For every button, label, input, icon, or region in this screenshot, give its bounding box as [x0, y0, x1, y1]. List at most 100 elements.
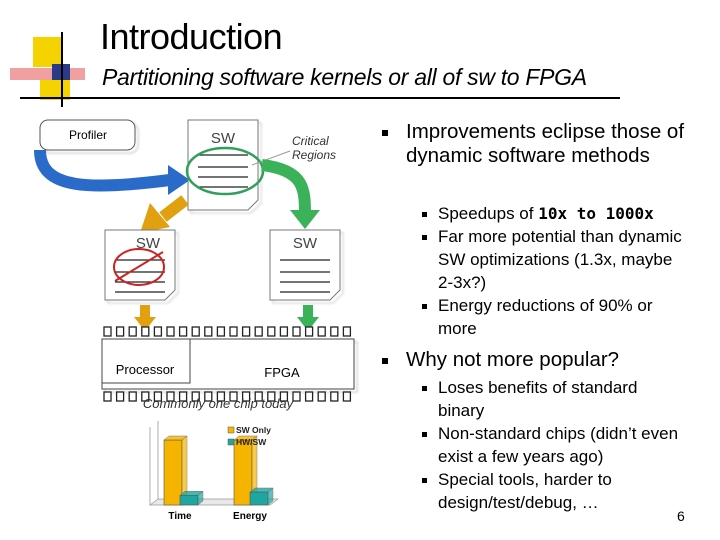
sw-document-left: SW	[104, 229, 176, 301]
chip-pin	[229, 326, 238, 337]
sub-bullet-marker	[422, 304, 427, 309]
chip-pin	[279, 326, 289, 337]
down-arrow-left	[134, 305, 156, 331]
bullet-improvements: Improvements eclipse those of dynamic so…	[406, 120, 685, 167]
chart-bar-hw-sw-time	[179, 494, 199, 506]
processor-box	[101, 338, 191, 384]
chip-pin	[292, 391, 301, 402]
chip-pin	[317, 326, 326, 337]
chip-pin	[279, 391, 289, 402]
chip-pin	[153, 391, 163, 402]
chip-caption: Commonly one chip today	[143, 396, 295, 411]
critical-arrow	[261, 159, 311, 216]
sub-bullet-tools: Special tools, harder to design/test/deb…	[438, 470, 612, 512]
sw-label-right: SW	[293, 235, 318, 252]
chip-pin	[103, 391, 112, 402]
chip-pin	[241, 391, 251, 402]
sub-bullet-marker	[422, 212, 427, 217]
bullet-why-not: Why not more popular?	[406, 348, 620, 371]
chip-pin	[254, 326, 263, 337]
sub-bullet-nonstandard: Non-standard chips (didn’t even exist a …	[438, 424, 679, 466]
accent-yellow-block	[33, 37, 63, 67]
legend-swatch	[227, 438, 235, 446]
page-number: 6	[677, 508, 685, 524]
sw-document-right: SW	[269, 229, 341, 301]
chip-pin	[204, 391, 213, 402]
chip-pin	[317, 391, 326, 402]
slide-subtitle: Partitioning software kernels or all of …	[102, 64, 587, 90]
chip-pin	[304, 391, 314, 402]
sub-bullet-energy: Energy reductions of 90% or more	[438, 296, 653, 338]
legend-label: SW Only	[236, 425, 271, 435]
chip-pin	[153, 326, 163, 337]
chip-pin	[178, 326, 188, 337]
bullet-marker-2	[382, 358, 388, 364]
sw-label-top: SW	[211, 130, 236, 147]
chip-pin	[342, 326, 352, 337]
sub-bullet-potential: Far more potential than dynamic SW optim…	[438, 227, 682, 292]
chart-bar-side	[197, 490, 204, 506]
accent-red-bar	[10, 68, 85, 80]
chip-pin	[267, 391, 276, 402]
speedups-text: Speedups of	[438, 204, 539, 223]
legend-swatch	[227, 426, 235, 434]
chip-pin	[267, 326, 276, 337]
accent-horizontal-line	[20, 97, 620, 99]
sw-label-left: SW	[136, 235, 161, 252]
chart-bar-sw-only-energy	[233, 439, 253, 506]
chip-pin	[115, 391, 125, 402]
chart-bar-hw-sw-energy	[249, 491, 269, 506]
chip-pin	[304, 326, 314, 337]
sub-bullet-marker	[422, 235, 427, 240]
down-arrow-right	[297, 305, 319, 331]
chip-pin	[216, 391, 226, 402]
processor-label: Processor	[116, 362, 175, 377]
chart-category-label: Energy	[233, 511, 267, 522]
chip-pin	[166, 326, 175, 337]
chip-pin	[141, 326, 150, 337]
speedups-bold: 10x to 1000x	[538, 204, 654, 223]
chip-pins-bottom	[103, 391, 352, 402]
chip-pin	[229, 391, 238, 402]
profile-arrow	[34, 149, 171, 192]
chip-pin	[178, 391, 188, 402]
chip-pin	[330, 326, 339, 337]
sw-document-top: SW	[185, 119, 265, 211]
chip-pin	[191, 391, 200, 402]
chip-pin	[241, 326, 251, 337]
chip-pin	[292, 326, 301, 337]
critical-arrow-head	[290, 210, 320, 229]
legend-label: HW/SW	[236, 437, 267, 447]
sub-bullet-speedups: Speedups of 10x to 1000x	[438, 202, 708, 225]
slide-title: Introduction	[100, 16, 283, 57]
sub-bullet-marker	[422, 386, 427, 391]
chart-category-label: Time	[168, 511, 192, 522]
chip-pin	[166, 391, 175, 402]
chip-pin	[204, 326, 213, 337]
chip-pin	[216, 326, 226, 337]
chip-pin	[128, 326, 137, 337]
sub-bullet-marker	[422, 478, 427, 483]
chip-body: Processor FPGA	[101, 338, 355, 390]
sub-bullet-marker	[422, 432, 427, 437]
chip-pin	[330, 391, 339, 402]
critical-regions-pointer	[251, 150, 291, 166]
sub-bullet-loses: Loses benefits of standard binary	[438, 378, 638, 420]
chart-bar-side	[267, 487, 274, 506]
chip-pin	[254, 391, 263, 402]
chip-pin	[103, 326, 112, 337]
chart-bar-sw-only-time	[163, 439, 183, 506]
chip-pin	[128, 391, 137, 402]
fpga-label: FPGA	[264, 365, 300, 380]
profile-arrow-head	[168, 165, 190, 195]
chip-pins-top	[103, 326, 352, 337]
gold-arrow	[159, 195, 189, 222]
profiler-box: Profiler	[39, 119, 136, 151]
chip-pin	[115, 326, 125, 337]
profiler-label: Profiler	[69, 128, 107, 142]
chip-pin	[141, 391, 150, 402]
accent-vertical-line	[61, 32, 63, 107]
